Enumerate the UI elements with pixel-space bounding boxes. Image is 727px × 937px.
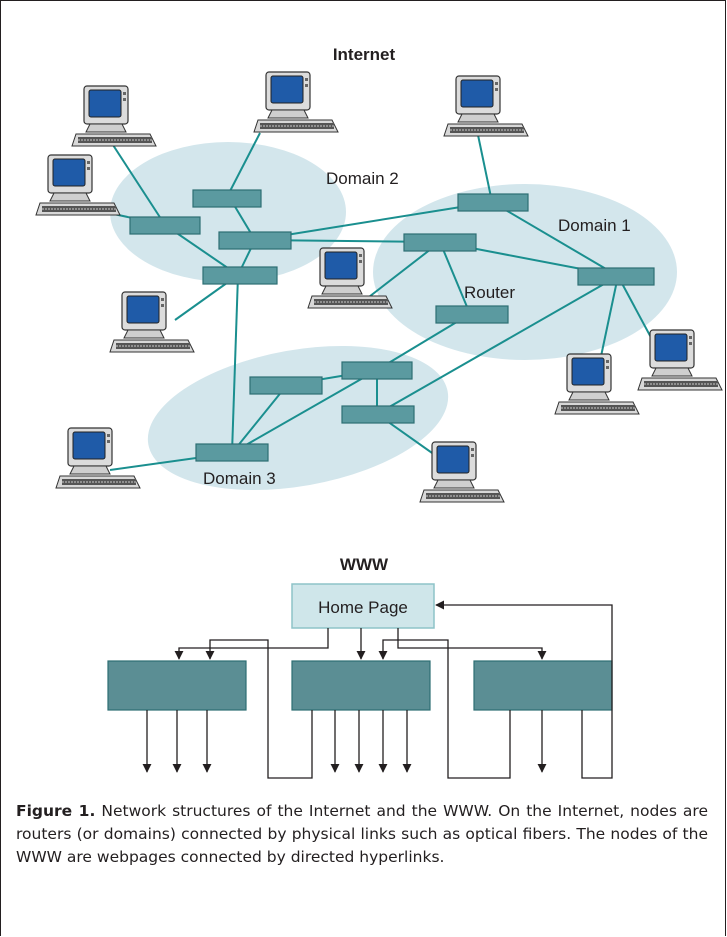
router-node xyxy=(341,405,415,424)
domain-2-region xyxy=(110,142,346,282)
caption-text: Network structures of the Internet and t… xyxy=(16,802,708,866)
webpage-node xyxy=(291,660,431,711)
www-title: WWW xyxy=(340,555,389,574)
home-page-label: Home Page xyxy=(318,598,408,617)
router-node xyxy=(129,216,201,235)
webpage-node xyxy=(473,660,613,711)
router-node xyxy=(457,193,529,212)
computer-icon xyxy=(71,85,157,147)
figure-label: Figure 1. xyxy=(16,802,96,820)
domain-1-label: Domain 1 xyxy=(558,216,631,235)
computer-icon xyxy=(253,71,339,133)
hyperlinks xyxy=(142,600,613,779)
router-label: Router xyxy=(464,283,515,302)
router-node xyxy=(249,376,323,395)
router-node xyxy=(435,305,509,324)
figure-caption: Figure 1. Network structures of the Inte… xyxy=(16,800,708,869)
router-node xyxy=(218,231,292,250)
computer-icon xyxy=(637,329,723,391)
computer-icon xyxy=(35,154,121,216)
router-node xyxy=(577,267,655,286)
domain-2-label: Domain 2 xyxy=(326,169,399,188)
router-node xyxy=(202,266,278,285)
computer-icon xyxy=(55,427,141,489)
router-node xyxy=(403,233,477,252)
internet-title: Internet xyxy=(333,45,396,64)
router-node xyxy=(195,443,269,462)
computer-icon xyxy=(109,291,195,353)
computer-icon xyxy=(419,441,505,503)
router-node xyxy=(192,189,262,208)
domain-3-label: Domain 3 xyxy=(203,469,276,488)
webpage-node xyxy=(107,660,247,711)
router-node xyxy=(341,361,413,380)
home-page-node xyxy=(291,583,435,629)
computer-icon xyxy=(443,75,529,137)
computer-icon xyxy=(554,353,640,415)
